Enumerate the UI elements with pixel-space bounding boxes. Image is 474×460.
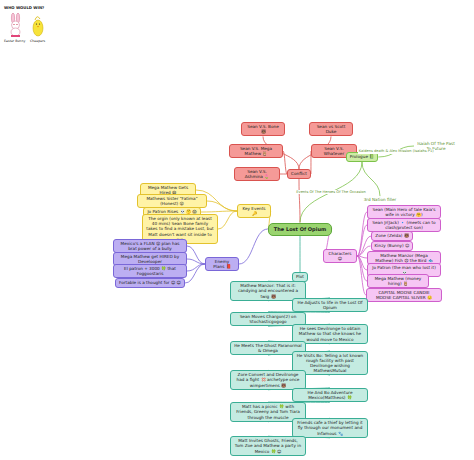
topic-text: El patron + 3000 🍀 that Foggoostaris	[117, 266, 183, 276]
topic-box: Characters 😊	[323, 249, 357, 264]
branch-line	[280, 174, 287, 175]
topic-box: Conflict	[287, 169, 311, 179]
topic-box: Kinzy (Bunny) 😔	[371, 241, 414, 251]
central-topic: The Lost Of Opium	[268, 223, 332, 236]
topic-text: He sees Devilronge to obtain Mathew so t…	[296, 326, 364, 341]
topic-text: Sean V.S. Mega Mathew 🦉	[233, 146, 279, 156]
topic-text: 3rd Nation filler	[364, 197, 397, 202]
topic-text: Characters 😊	[327, 251, 353, 261]
branch-line	[207, 201, 237, 211]
branch-line	[187, 246, 205, 264]
topic-box: He And Bo Adventure Mexico(Mattheos) 🍀	[292, 388, 368, 403]
topic-box: Sean V.S. Ashmina 🌷	[234, 167, 280, 182]
pink-bunny	[11, 13, 20, 37]
branch-line	[187, 264, 205, 271]
topic-text: Sean Jr(Jack) 🔹 (meets can to clash/prot…	[371, 220, 437, 230]
topic-box: Friends cafe a thief by letting it fly t…	[292, 418, 368, 438]
topic-text: Sean V.S. Ashmina 🌷	[238, 169, 276, 179]
topic-text: Mega Mathew (money hiring) 🦉	[371, 276, 425, 286]
branch-line	[187, 259, 205, 264]
topic-text: Mathew Manzor (Mega Mathew) Fish 😠 the B…	[371, 253, 437, 263]
topic-text: He And Bo Adventure Mexico(Mattheos) 🍀	[296, 390, 364, 400]
topic-text: He Adjusts to life in the Lost Of Opium	[296, 300, 364, 310]
topic-text: Matt Invites Ghosts, Friends, Tom Zoe an…	[234, 438, 302, 453]
topic-text: Fortable is a thought for 😊 😊	[119, 280, 181, 285]
topic-text: Mathew Manzor: That is it: candying and …	[234, 283, 302, 298]
topic-text: Prologue 📗	[350, 154, 375, 159]
branch-line	[300, 236, 301, 273]
branch-line	[185, 264, 205, 283]
topic-text: Conflict	[291, 171, 307, 176]
topic-text: He Visits Bo: Telling a lot known rough …	[296, 353, 364, 373]
topic-text: Enemy Plans 📕	[209, 259, 235, 269]
branch-line	[357, 256, 366, 295]
meme-heading: WHO WOULD WIN?	[4, 6, 44, 10]
branch-line	[299, 179, 300, 223]
topic-text: The Lost Of Opium	[274, 226, 326, 232]
topic-text: CAPITAL MOOSE CANDIE MOOSE CAPITAL SLIVE…	[370, 290, 438, 300]
topic-text: 3rd Nation filler	[361, 196, 400, 204]
topic-box: Matt Invites Ghosts, Friends, Tom Zoe an…	[230, 436, 306, 456]
topic-box: CAPITAL MOOSE CANDIE MOOSE CAPITAL SLIVE…	[366, 288, 442, 303]
topic-text: Mexico's a FLAN 😮 plan has brat power of…	[117, 241, 183, 251]
topic-text: Sean vs Scott Duke	[313, 124, 349, 134]
topic-box: Sean V.S. Mega Mathew 🦉	[229, 144, 283, 159]
branch-line	[218, 211, 237, 229]
topic-box: Zore Convert and Devilronge had a fight …	[230, 370, 306, 390]
topic-box: Enemy Plans 📕	[205, 257, 239, 272]
topic-text: Sean (Main Hero of tale Kaia's wife in v…	[371, 207, 437, 217]
topic-text: Matt has a picnic 🍀 with Friends, Greeny…	[234, 404, 302, 419]
topic-box: Sean V.S. Bone 🐻	[241, 122, 285, 137]
topic-text: The orgin (only known at least 40 mins) …	[146, 216, 214, 241]
topic-box: Prologue 📗	[346, 152, 379, 162]
topic-text: Friends cafe a thief by letting it fly t…	[296, 420, 364, 435]
topic-box: Mega Mathew (money hiring) 🦉	[367, 274, 429, 289]
branch-label: Kaidens death & Alex Mission (Isaiahs P1…	[358, 149, 435, 153]
topic-text: Kinzy (Bunny) 😔	[375, 243, 410, 248]
topic-text: Zore Convert and Devilronge had a fight …	[234, 372, 302, 387]
topic-box: Fortable is a thought for 😊 😊	[115, 278, 185, 288]
topic-text: Mathews Sister "Fatima"(Honest) 😮	[141, 196, 203, 206]
character-name: Easter Bunny	[4, 40, 25, 44]
topic-box: El patron + 3000 🍀 that Foggoostaris	[113, 264, 187, 279]
topic-text: Mega Mathew get HIRED by Develooper	[117, 254, 183, 264]
branch-line	[239, 229, 268, 264]
topic-box: Key Events 🔑	[237, 204, 271, 219]
branch-line	[201, 211, 237, 212]
topic-text: Key Events 🔑	[241, 206, 267, 216]
character-name: Cheepers	[30, 40, 45, 44]
topic-box: He Adjusts to life in the Lost Of Opium	[292, 298, 368, 313]
topic-text: Plot	[296, 274, 304, 279]
topic-text: Sean Moves Chargon(2) on Stochasticgogog…	[234, 314, 302, 324]
branch-label: Events Of The Heroes Of The Occasion	[295, 190, 367, 194]
branch-line	[357, 212, 367, 256]
yellow-chick	[33, 17, 43, 36]
topic-text: Zone (Zelda) 🐻	[375, 233, 408, 238]
topic-box: Zone (Zelda) 🐻	[371, 231, 412, 241]
topic-box: Sean vs Scott Duke	[309, 122, 353, 137]
topic-text: Sean V.S. Bone 🐻	[245, 124, 281, 134]
